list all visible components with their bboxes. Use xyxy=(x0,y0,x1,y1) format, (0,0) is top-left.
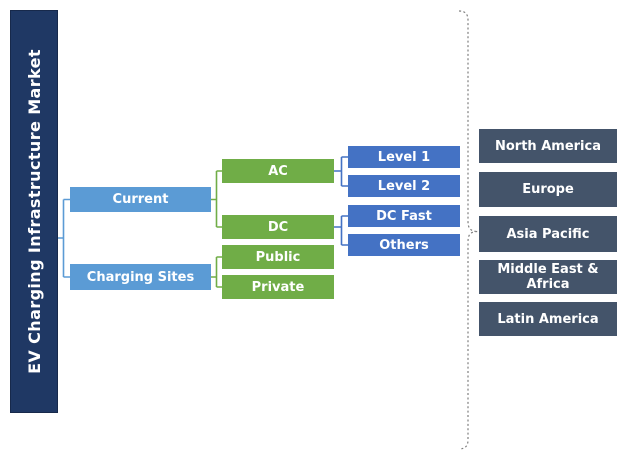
connector-dc-to-dcfast-others xyxy=(334,215,348,246)
node-current: Current xyxy=(70,187,211,212)
node-dc: DC xyxy=(222,215,334,239)
connector-root-to-segments xyxy=(58,198,70,278)
connector-chargingsites-to-public-private xyxy=(211,256,222,288)
region-middle-east-africa: Middle East & Africa xyxy=(479,260,617,294)
node-level-1: Level 1 xyxy=(348,146,460,168)
root-market-title: EV Charging Infrastructure Market xyxy=(24,49,44,374)
connector-ac-to-levels xyxy=(334,156,348,187)
region-asia-pacific: Asia Pacific xyxy=(479,216,617,252)
region-latin-america: Latin America xyxy=(479,302,617,336)
node-level-2: Level 2 xyxy=(348,175,460,197)
region-europe: Europe xyxy=(479,172,617,207)
region-north-america: North America xyxy=(479,129,617,163)
node-public: Public xyxy=(222,245,334,269)
node-others: Others xyxy=(348,234,460,256)
node-private: Private xyxy=(222,275,334,299)
root-market-bar: EV Charging Infrastructure Market xyxy=(10,10,58,413)
connector-current-to-ac-dc xyxy=(211,170,222,228)
node-dc-fast: DC Fast xyxy=(348,205,460,227)
dotted-brace xyxy=(458,10,479,450)
node-charging-sites: Charging Sites xyxy=(70,264,211,290)
node-ac: AC xyxy=(222,159,334,183)
